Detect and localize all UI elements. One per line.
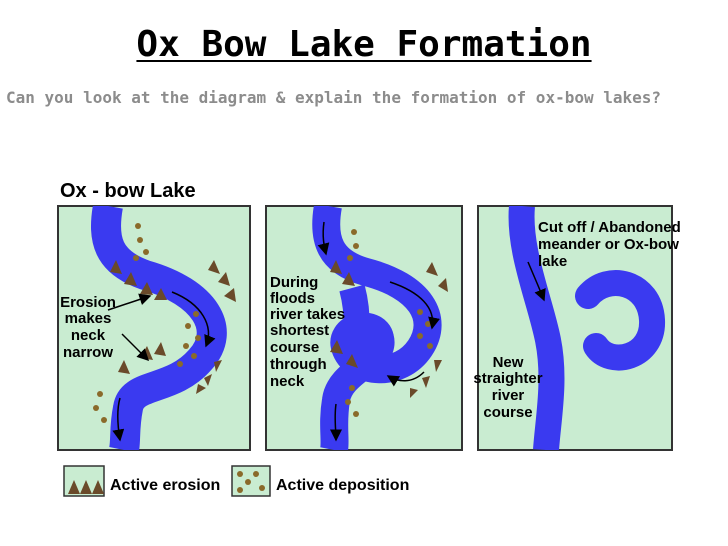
label-line: neck	[71, 327, 106, 344]
legend-erosion-triangles	[68, 480, 104, 494]
flow-arrows-panel-2	[317, 221, 440, 442]
river-panel-1	[91, 206, 227, 450]
label-erosion-neck: Erosion makes neck narrow	[60, 294, 116, 361]
label-line: meander or Ox-bow	[538, 236, 679, 253]
river-neck-cut-panel-2	[339, 284, 370, 363]
legend-deposition-dots	[237, 471, 265, 493]
label-line: During	[270, 274, 318, 291]
label-new-course: New straighter river course	[473, 354, 542, 421]
label-line: narrow	[63, 344, 113, 361]
legend: Active erosion Active deposition	[63, 465, 409, 497]
label-line: neck	[270, 373, 305, 390]
label-line: floods	[270, 290, 315, 307]
flow-arrows-panel-1	[112, 291, 216, 442]
question-text: Can you look at the diagram & explain th…	[6, 88, 662, 107]
oxbow-lake	[575, 270, 665, 371]
label-line: through	[270, 356, 327, 373]
erosion-marks-panel-2	[330, 260, 448, 398]
page-title: Ox Bow Lake Formation	[136, 24, 592, 65]
legend-erosion-label: Active erosion	[110, 477, 220, 494]
label-line: Cut off / Abandoned	[538, 219, 681, 236]
pointer-arrows-panel-1	[107, 293, 152, 362]
diagram-heading: Ox - bow Lake	[60, 180, 196, 202]
label-line: New	[493, 354, 524, 371]
river-panel-3	[508, 206, 565, 450]
label-line: river	[492, 387, 525, 404]
label-line: straighter	[473, 370, 542, 387]
label-line: Erosion	[60, 294, 116, 311]
label-line: river takes	[270, 306, 345, 323]
label-during-floods: During floods river takes shortest cours…	[270, 274, 345, 390]
label-line: lake	[538, 253, 567, 270]
label-cut-off-meander: Cut off / Abandoned meander or Ox-bow la…	[538, 219, 681, 270]
label-line: makes	[65, 310, 112, 327]
label-line: course	[270, 339, 319, 356]
deposition-dots-panel-1	[93, 223, 201, 423]
label-line: shortest	[270, 322, 329, 339]
flow-arrows-panel-3	[527, 261, 546, 302]
legend-deposition-label: Active deposition	[276, 477, 409, 494]
label-line: course	[483, 404, 532, 421]
